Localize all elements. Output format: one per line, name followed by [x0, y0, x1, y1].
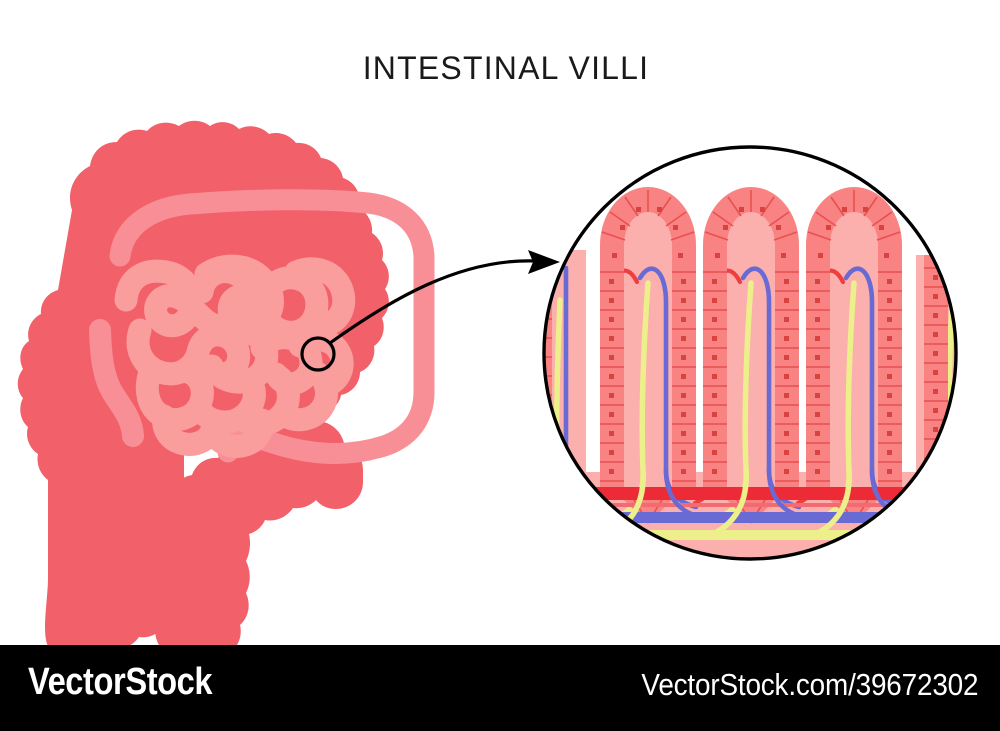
- villus-core-3: [813, 193, 895, 493]
- watermark-bar: VectorStock VectorStock.com/39672302: [0, 645, 1000, 731]
- small-intestine-coil-1: [114, 259, 263, 338]
- lacteal-2: [712, 280, 754, 523]
- anatomy-figure: [17, 120, 958, 645]
- small-intestine-coil-11: [270, 360, 338, 432]
- vectorstock-url: VectorStock.com/39672302: [641, 667, 978, 702]
- small-intestine-coil-8: [135, 360, 214, 431]
- intestine-overview: [17, 120, 560, 645]
- villus-3: [806, 187, 902, 524]
- lacteal-partial-right: [945, 297, 955, 473]
- villus-core-1: [607, 193, 689, 493]
- magnifier-callout[interactable]: [300, 250, 560, 372]
- villi-epithelium: [544, 187, 948, 524]
- base-vessel-risers: [544, 467, 909, 537]
- venous-band: [544, 512, 956, 523]
- colon-lining: [109, 189, 435, 465]
- page-title: INTESTINAL VILLI: [362, 50, 650, 86]
- small-intestine-coil-13: [200, 408, 274, 458]
- small-intestine-coil-3: [284, 257, 356, 338]
- villus-core-2: [710, 193, 792, 493]
- base-vessel-bands: [544, 487, 956, 540]
- small-intestine: [114, 254, 356, 458]
- villus-2: [703, 187, 799, 524]
- callout-arrow-head: [528, 250, 560, 274]
- lacteal-1: [609, 280, 651, 523]
- arterial-band-thin: [544, 503, 956, 507]
- callout-marker-circle[interactable]: [300, 336, 336, 372]
- callout-arrow-line: [328, 259, 538, 345]
- small-intestine-coil-2: [194, 254, 329, 344]
- villus-partial-left: [544, 248, 552, 500]
- lymphatic-band: [544, 530, 956, 540]
- villus-partial-right: [924, 255, 948, 505]
- small-intestine-coil-5: [200, 322, 279, 394]
- appendix: [89, 319, 144, 447]
- lens-border: [542, 145, 958, 561]
- villi-magnification: [542, 145, 958, 561]
- lacteal-3: [815, 280, 857, 523]
- arterial-band: [544, 487, 956, 500]
- vectorstock-logo: VectorStock: [28, 661, 213, 703]
